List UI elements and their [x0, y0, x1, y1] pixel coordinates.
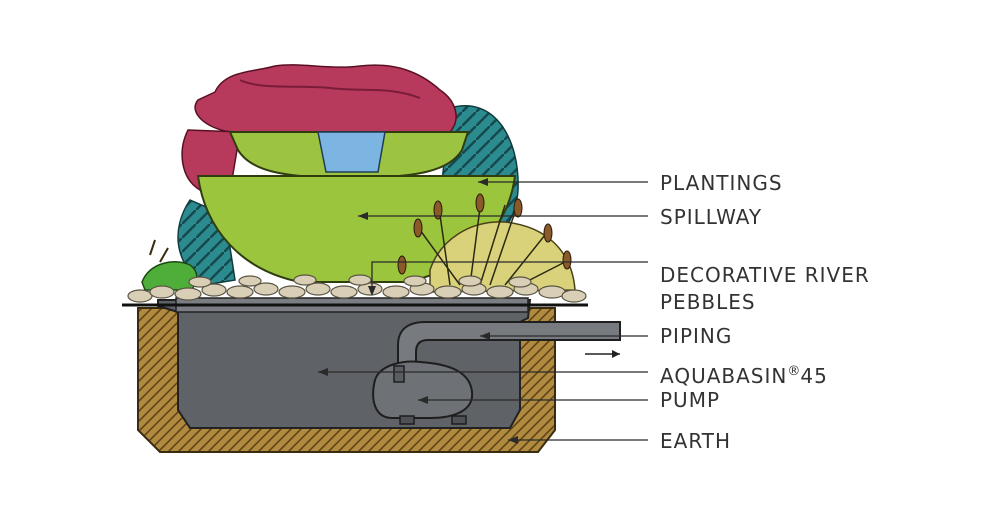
- water: [317, 131, 386, 173]
- leader-pump: [418, 396, 648, 404]
- leader-lines: [318, 178, 648, 444]
- leader-aquabasin: [318, 368, 648, 376]
- leader-pebbles: [368, 261, 648, 296]
- label-spillway: SPILLWAY: [660, 205, 763, 229]
- label-earth: EARTH: [660, 429, 732, 453]
- leader-spillway: [358, 212, 648, 220]
- aquabasin-name: AQUABASIN: [660, 364, 788, 388]
- label-pump: PUMP: [660, 388, 721, 412]
- ornamental-grass: [397, 193, 576, 293]
- aquabasin-basin: [157, 297, 532, 429]
- leader-plantings: [478, 178, 648, 186]
- registered-mark: ®: [787, 364, 801, 379]
- label-aquabasin: AQUABASIN®45: [660, 360, 828, 388]
- flow-arrow: [585, 350, 620, 358]
- aquabasin-number: 45: [800, 364, 828, 388]
- pump: [372, 360, 474, 425]
- label-piping: PIPING: [660, 324, 733, 348]
- label-pebbles-line1: DECORATIVE RIVER: [660, 263, 870, 287]
- leader-piping: [480, 332, 648, 340]
- river-pebbles: [127, 274, 587, 303]
- label-pebbles-line2: PEBBLES: [660, 290, 756, 314]
- upper-bowl: [228, 131, 470, 180]
- leader-earth: [508, 436, 648, 444]
- label-plantings: PLANTINGS: [660, 171, 783, 195]
- piping: [397, 321, 621, 373]
